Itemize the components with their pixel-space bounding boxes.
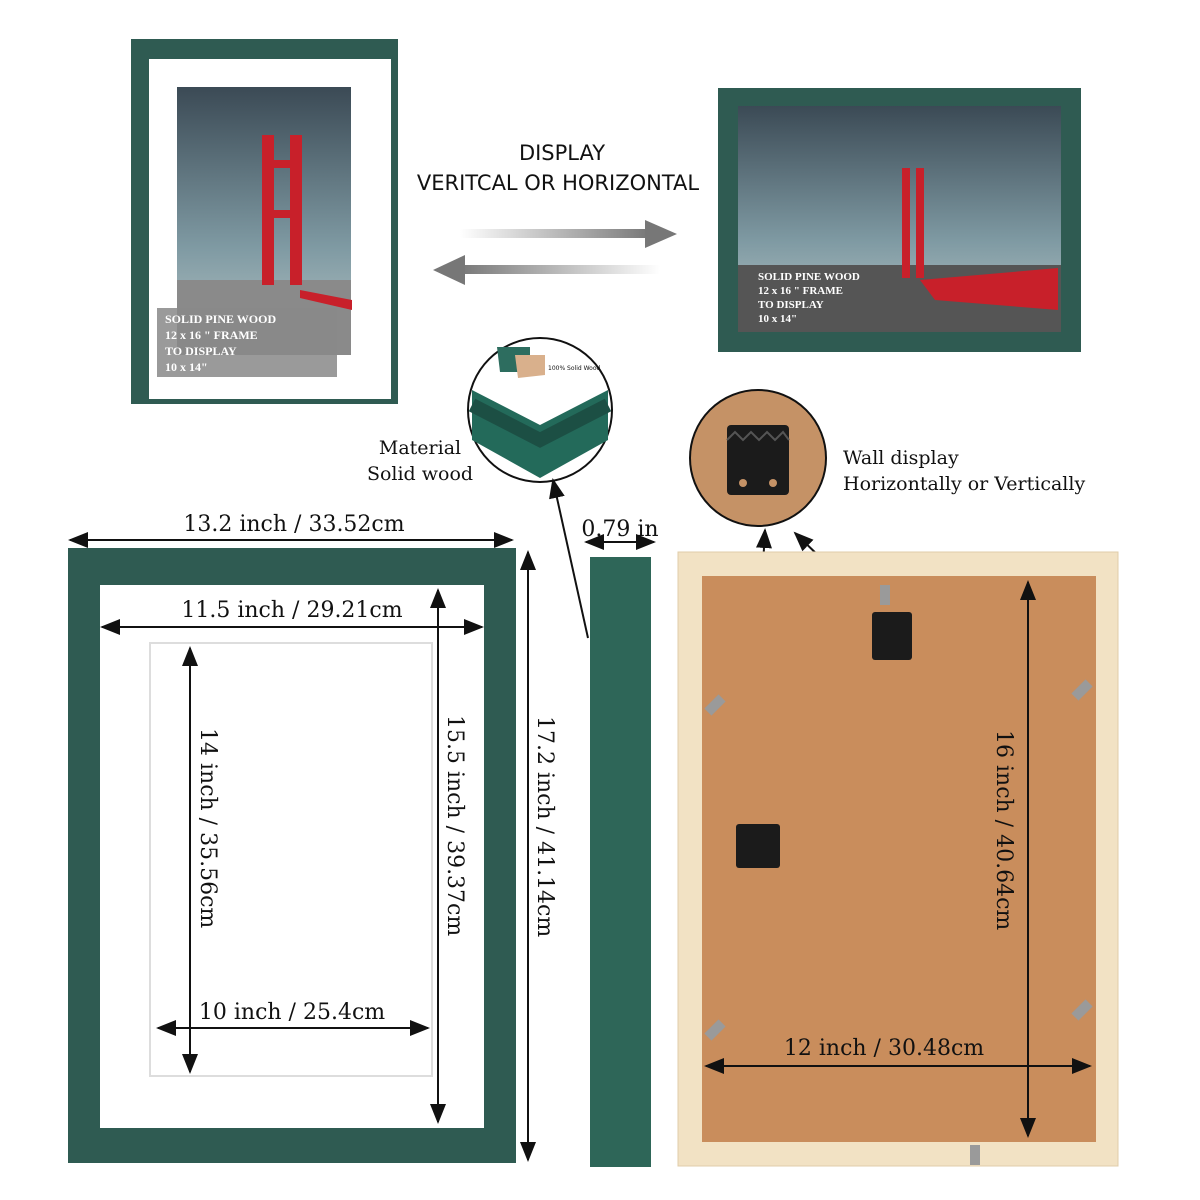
material-closeup: 100% Solid Wood [467, 337, 613, 483]
horizontal-frame-photo: SOLID PINE WOOD 12 x 16 " FRAME TO DISPL… [718, 88, 1081, 352]
photo-label-h-line2: 12 x 16 " FRAME [758, 285, 843, 297]
hanger-closeup [689, 389, 827, 527]
photo-label-line4: 10 x 14" [165, 360, 208, 374]
dim-opening-width: 10 inch / 25.4cm [199, 1000, 385, 1025]
dim-mat-width: 11.5 inch / 29.21cm [181, 598, 402, 623]
material-inset-text: 100% Solid Wood [548, 365, 601, 372]
material-label-line1: Material [379, 437, 461, 459]
vertical-frame-photo: SOLID PINE WOOD 12 x 16 " FRAME TO DISPL… [131, 39, 398, 404]
material-pointer [549, 478, 589, 639]
dim-mat-height: 15.5 inch / 39.37cm [442, 715, 467, 936]
wall-label-line1: Wall display [843, 447, 959, 469]
sawtooth-hanger-icon [736, 824, 780, 868]
wall-label-line2: Horizontally or Vertically [843, 473, 1085, 495]
dim-back-height: 16 inch / 40.64cm [991, 730, 1016, 930]
dim-outer-height: 17.2 inch / 41.14cm [532, 716, 557, 937]
photo-label-line3: TO DISPLAY [165, 344, 237, 358]
back-frame-diagram [677, 551, 1119, 1167]
headline-line2: VERITCAL OR HORIZONTAL [417, 171, 700, 195]
photo-label-line1: SOLID PINE WOOD [165, 312, 276, 326]
material-label-line2: Solid wood [367, 463, 473, 485]
headline-line1: DISPLAY [519, 141, 605, 165]
dim-depth: 0.79 in [581, 517, 658, 542]
side-profile [590, 557, 651, 1167]
swap-arrows-icon [433, 220, 677, 285]
photo-label-h-line3: TO DISPLAY [758, 299, 824, 311]
sawtooth-hanger-icon [872, 612, 912, 660]
photo-label-line2: 12 x 16 " FRAME [165, 328, 258, 342]
dim-back-width: 12 inch / 30.48cm [784, 1036, 984, 1061]
dim-opening-height: 14 inch / 35.56cm [195, 728, 220, 928]
photo-label-h-line1: SOLID PINE WOOD [758, 271, 860, 283]
dim-outer-width: 13.2 inch / 33.52cm [183, 512, 404, 537]
photo-label-h-line4: 10 x 14" [758, 313, 797, 325]
